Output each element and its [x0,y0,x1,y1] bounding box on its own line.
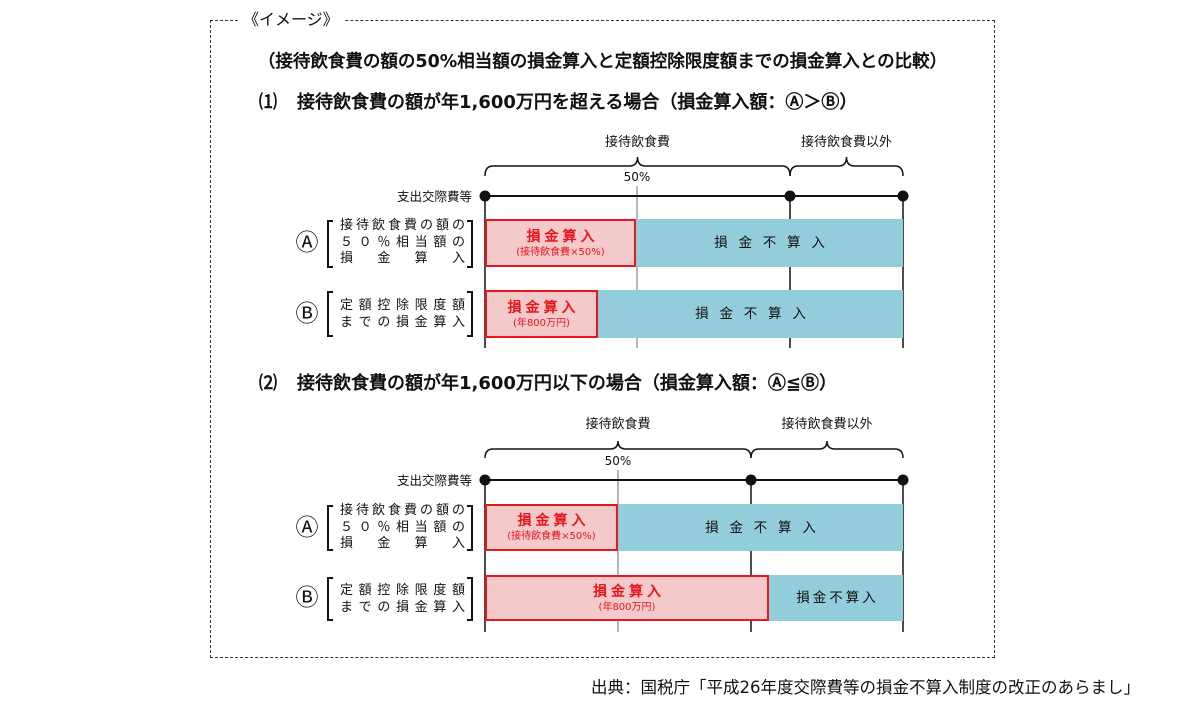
image-frame [210,20,995,658]
row-label-b: 定額控除限度額 までの損金算入 [340,297,465,331]
row-label-line: 接待飲食費の額の [340,218,465,233]
axis-dot [479,190,491,202]
deductible-label: 損金算入 [507,299,580,316]
row-label-a: 接待飲食費の額の ５０％相当額の 損金算入 [340,503,465,553]
non-deductible-label: 損金不算入 [695,306,817,322]
row-label-line: までの損金算入 [340,315,465,330]
section-heading: 接待飲食費の額が年1,600万円以下の場合（損金算入額：Ⓐ≦Ⓑ） [297,373,838,394]
row-marker-b: Ⓑ [295,585,319,611]
deductible-bar: 損金算入 (接待飲食費×50%) [485,219,636,267]
row-marker-b: Ⓑ [295,301,319,327]
row-label-line: 損金算入 [340,536,465,551]
non-deductible-label: 損金不算入 [705,519,827,536]
axis-dot [745,474,757,486]
span-label-entertainment: 接待飲食費 [604,135,670,150]
brace-other [750,440,904,459]
bracket-left [327,577,333,621]
deductible-bar: 損金算入 (接待飲食費×50%) [485,504,618,551]
bracket-left [327,505,333,551]
deductible-note: (年800万円) [598,601,656,613]
axis-dot [479,474,491,486]
row-label-line: ５０％相当額の [340,234,465,250]
row-label-line: 損金算入 [340,251,465,266]
image-label: 《イメージ》 [238,9,344,31]
row-marker-a: Ⓐ [295,515,319,541]
axis-label: 支出交際費等 [396,473,472,488]
brace-entertainment [484,440,752,459]
section-number: ⑵ [259,373,277,394]
section-heading: 接待飲食費の額が年1,600万円を超える場合（損金算入額：Ⓐ＞Ⓑ） [297,92,858,113]
span-label-other: 接待飲食費以外 [800,135,892,150]
page-title: （接待飲食費の額の50%相当額の損金算入と定額控除限度額までの損金算入との比較） [257,52,948,72]
non-deductible-bar: 損金不算入 [618,504,903,551]
bracket-right [467,291,473,337]
axis-dot [897,190,909,202]
bracket-left [327,291,333,337]
non-deductible-bar: 損金不算入 [598,290,903,338]
deductible-label: 損金算入 [593,583,665,600]
deductible-bar: 損金算入 (年800万円) [485,290,598,338]
span-label-entertainment: 接待飲食費 [585,417,651,432]
bracket-right [467,505,473,551]
row-label-line: 接待飲食費の額の [340,503,465,518]
row-label-line: ５０％相当額の [340,519,465,535]
row-label-line: 定額控除限度額 [340,298,465,313]
non-deductible-bar: 損金不算入 [636,219,903,267]
half-marker-label: 50% [604,454,632,468]
row-label-line: までの損金算入 [340,600,465,615]
bracket-right [467,577,473,621]
row-label-a: 接待飲食費の額の ５０％相当額の 損金算入 [340,218,465,268]
half-marker-label: 50% [623,170,651,184]
section-number: ⑴ [259,92,277,113]
axis-dot [784,190,796,202]
deductible-note: (接待飲食費×50%) [507,531,596,542]
brace-entertainment [484,156,791,177]
non-deductible-label: 損金不算入 [796,590,879,606]
deductible-label: 損金算入 [517,513,590,529]
axis-label: 支出交際費等 [396,189,472,204]
axis-dot [897,474,909,486]
deductible-note: (接待飲食費×50%) [516,246,605,258]
bracket-right [467,220,473,268]
deductible-bar: 損金算入 (年800万円) [485,575,769,621]
source-citation: 出典：国税庁「平成26年度交際費等の損金不算入制度の改正のあらまし」 [591,678,1140,697]
span-label-other: 接待飲食費以外 [781,417,873,432]
row-marker-a: Ⓐ [295,230,319,256]
brace-other [789,156,904,177]
bracket-left [327,220,333,268]
row-label-b: 定額控除限度額 までの損金算入 [340,582,465,616]
row-label-line: 定額控除限度額 [340,583,465,598]
deductible-note: (年800万円) [513,317,570,329]
non-deductible-label: 損金不算入 [714,235,836,251]
non-deductible-bar: 損金不算入 [769,575,903,621]
deductible-label: 損金算入 [526,228,599,245]
